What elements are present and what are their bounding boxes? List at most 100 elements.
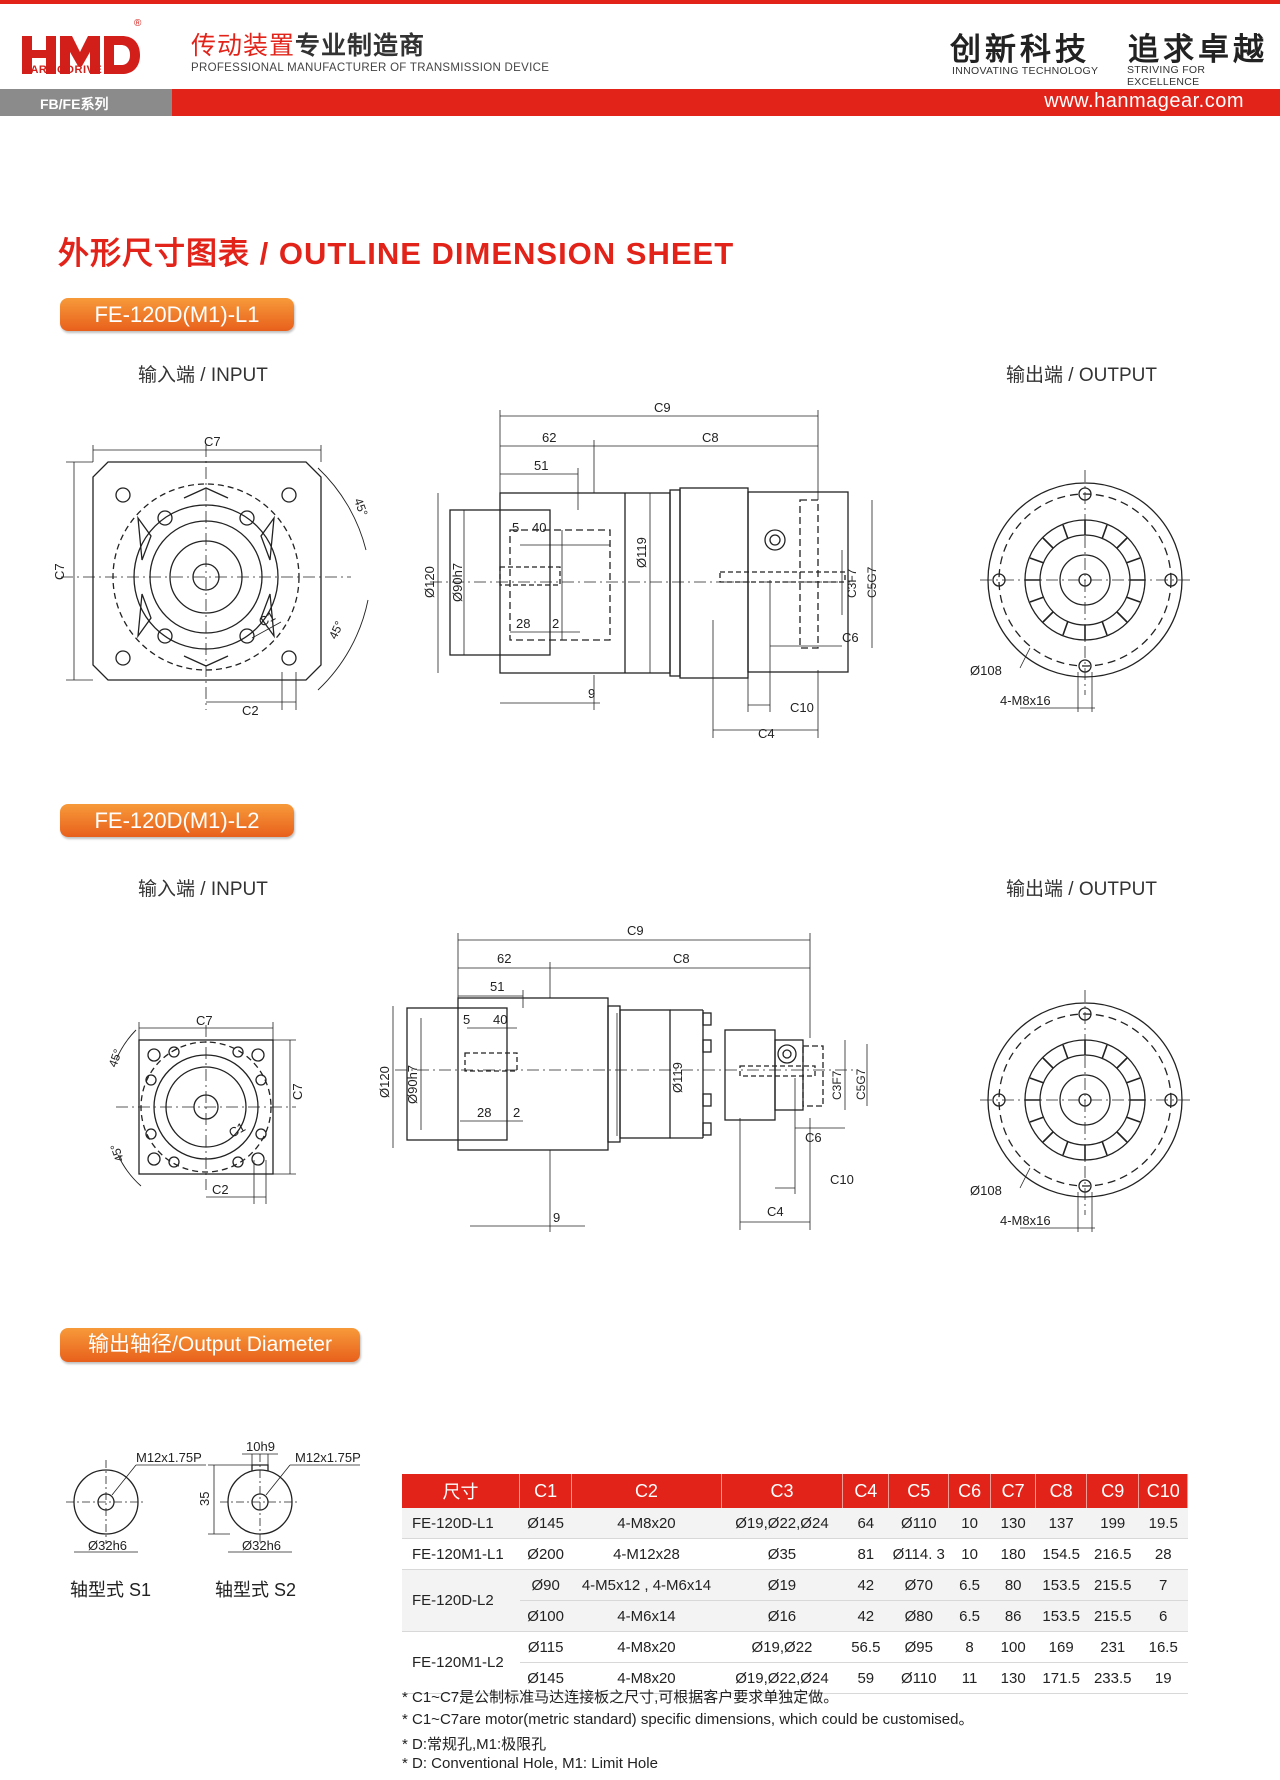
table-cell: 137 bbox=[1035, 1508, 1087, 1539]
header-tagline-en: PROFESSIONAL MANUFACTURER OF TRANSMISSIO… bbox=[191, 62, 550, 74]
series-band bbox=[0, 89, 172, 116]
s1-thread: M12x1.75P bbox=[136, 1450, 202, 1465]
table-cell: 130 bbox=[990, 1662, 1036, 1694]
l1-side-2: 2 bbox=[552, 616, 559, 631]
header-tagline-cn: 传动装置专业制造商 bbox=[191, 26, 425, 62]
table-cell: Ø70 bbox=[888, 1569, 949, 1601]
l2-in-c7-top: C7 bbox=[196, 1013, 213, 1028]
l2-input-label: 输入端 / INPUT bbox=[138, 879, 268, 900]
table-cell: Ø110 bbox=[888, 1662, 949, 1694]
slogan-excellence-cn: 追求卓越 bbox=[1128, 32, 1268, 68]
shaft-s2-drawing: 10h9 35 M12x1.75P Ø32h6 bbox=[197, 1439, 361, 1553]
l1-side-dia119: Ø119 bbox=[634, 537, 649, 568]
table-cell: 6.5 bbox=[948, 1569, 991, 1601]
l2-side-c4: C4 bbox=[767, 1204, 784, 1219]
l2-side-5: 5 bbox=[463, 1012, 470, 1027]
table-cell: Ø100 bbox=[519, 1600, 572, 1632]
table-cell: FE-120M1-L1 bbox=[402, 1538, 520, 1570]
table-cell: Ø95 bbox=[888, 1631, 949, 1663]
l2-side-c6: C6 bbox=[805, 1130, 822, 1145]
registered-mark: ® bbox=[134, 18, 142, 29]
table-cell: 4-M8x20 bbox=[571, 1631, 722, 1663]
table-cell: 130 bbox=[990, 1508, 1036, 1539]
th-c8: C8 bbox=[1035, 1474, 1088, 1508]
l1-out-thread: 4-M8x16 bbox=[1000, 693, 1051, 708]
slogan-innovating-cn: 创新科技 bbox=[950, 32, 1090, 68]
table-cell: 4-M8x20 bbox=[571, 1508, 722, 1539]
table-cell: 169 bbox=[1035, 1631, 1087, 1663]
table-cell: Ø110 bbox=[888, 1508, 949, 1539]
th-c1: C1 bbox=[519, 1474, 573, 1508]
tagline-dark: 专业制造商 bbox=[295, 32, 426, 60]
sheet-title: 外形尺寸图表 / OUTLINE DIMENSION SHEET bbox=[58, 236, 735, 271]
l1-side-40: 40 bbox=[532, 520, 546, 535]
l1-output-drawing: Ø108 4-M8x16 bbox=[970, 470, 1190, 712]
l2-in-angle-top: 45° bbox=[106, 1047, 125, 1069]
table-cell: Ø19,Ø22,Ø24 bbox=[721, 1508, 843, 1539]
table-cell: 180 bbox=[990, 1538, 1036, 1570]
table-cell: Ø19 bbox=[721, 1569, 843, 1601]
table-cell: 81 bbox=[842, 1538, 889, 1570]
th-c10: C10 bbox=[1138, 1474, 1188, 1508]
l2-side-51: 51 bbox=[490, 979, 504, 994]
th-c3: C3 bbox=[721, 1474, 844, 1508]
website-link[interactable]: www.hanmagear.com bbox=[1044, 90, 1244, 112]
l1-side-9: 9 bbox=[588, 686, 595, 701]
table-cell: 199 bbox=[1086, 1508, 1139, 1539]
l1-side-28: 28 bbox=[516, 616, 530, 631]
table-cell: Ø114. 3 bbox=[888, 1538, 949, 1570]
th-size: 尺寸 bbox=[402, 1474, 521, 1508]
table-cell: 8 bbox=[948, 1631, 991, 1663]
l2-side-2: 2 bbox=[513, 1105, 520, 1120]
s2-name: 轴型式 S2 bbox=[215, 1580, 297, 1600]
table-cell: FE-120D-L2 bbox=[402, 1569, 520, 1632]
l1-input-label: 输入端 / INPUT bbox=[138, 365, 268, 386]
l2-output-drawing: Ø108 4-M8x16 bbox=[970, 990, 1190, 1232]
table-cell: 86 bbox=[990, 1600, 1036, 1632]
l2-side-c9: C9 bbox=[627, 923, 644, 938]
table-cell: 6.5 bbox=[948, 1600, 991, 1632]
table-cell: Ø16 bbox=[721, 1600, 843, 1632]
l2-side-dia90: Ø90h7 bbox=[405, 1065, 420, 1104]
table-cell: 4-M6x14 bbox=[571, 1600, 722, 1632]
l1-in-c7-top: C7 bbox=[204, 434, 221, 449]
table-cell: 4-M5x12 , 4-M6x14 bbox=[571, 1569, 722, 1601]
series-label: FB/FE系列 bbox=[40, 96, 109, 112]
table-cell: 80 bbox=[990, 1569, 1036, 1601]
l2-side-9: 9 bbox=[553, 1210, 560, 1225]
l1-in-angle-bottom: 45° bbox=[326, 619, 346, 642]
table-cell: 215.5 bbox=[1086, 1569, 1139, 1601]
table-cell: 19.5 bbox=[1138, 1508, 1188, 1539]
s2-shaft-dia: Ø32h6 bbox=[242, 1538, 281, 1553]
tagline-red: 传动装置 bbox=[191, 32, 296, 60]
table-cell: Ø145 bbox=[519, 1508, 572, 1539]
table-cell: Ø35 bbox=[721, 1538, 843, 1570]
s1-shaft-dia: Ø32h6 bbox=[88, 1538, 127, 1553]
table-cell: FE-120M1-L2 bbox=[402, 1631, 520, 1694]
l2-side-c5: C5G7 bbox=[854, 1068, 868, 1100]
table-cell: 4-M12x28 bbox=[571, 1538, 722, 1570]
l2-side-c3: C3F7 bbox=[830, 1070, 844, 1100]
website-band bbox=[172, 89, 1280, 116]
table-cell: 233.5 bbox=[1086, 1662, 1139, 1694]
l2-in-angle-bottom: 45° bbox=[107, 1142, 126, 1164]
s2-thread: M12x1.75P bbox=[295, 1450, 361, 1465]
l1-in-c7-side: C7 bbox=[52, 563, 67, 580]
th-c6: C6 bbox=[948, 1474, 991, 1508]
table-cell: 19 bbox=[1138, 1662, 1188, 1694]
table-cell: 42 bbox=[842, 1600, 889, 1632]
table-cell: Ø200 bbox=[519, 1538, 572, 1570]
table-cell: 216.5 bbox=[1086, 1538, 1139, 1570]
badge-l1: FE-120D(M1)-L1 bbox=[60, 298, 294, 331]
table-cell: 64 bbox=[842, 1508, 889, 1539]
table-cell: FE-120D-L1 bbox=[402, 1508, 520, 1539]
table-cell: 231 bbox=[1086, 1631, 1139, 1663]
table-cell: 171.5 bbox=[1035, 1662, 1087, 1694]
table-cell: Ø80 bbox=[888, 1600, 949, 1632]
l1-side-c8: C8 bbox=[702, 430, 719, 445]
table-cell: Ø19,Ø22,Ø24 bbox=[721, 1662, 843, 1694]
table-cell: 59 bbox=[842, 1662, 889, 1694]
table-cell: Ø115 bbox=[519, 1631, 572, 1663]
table-cell: 6 bbox=[1138, 1600, 1188, 1632]
